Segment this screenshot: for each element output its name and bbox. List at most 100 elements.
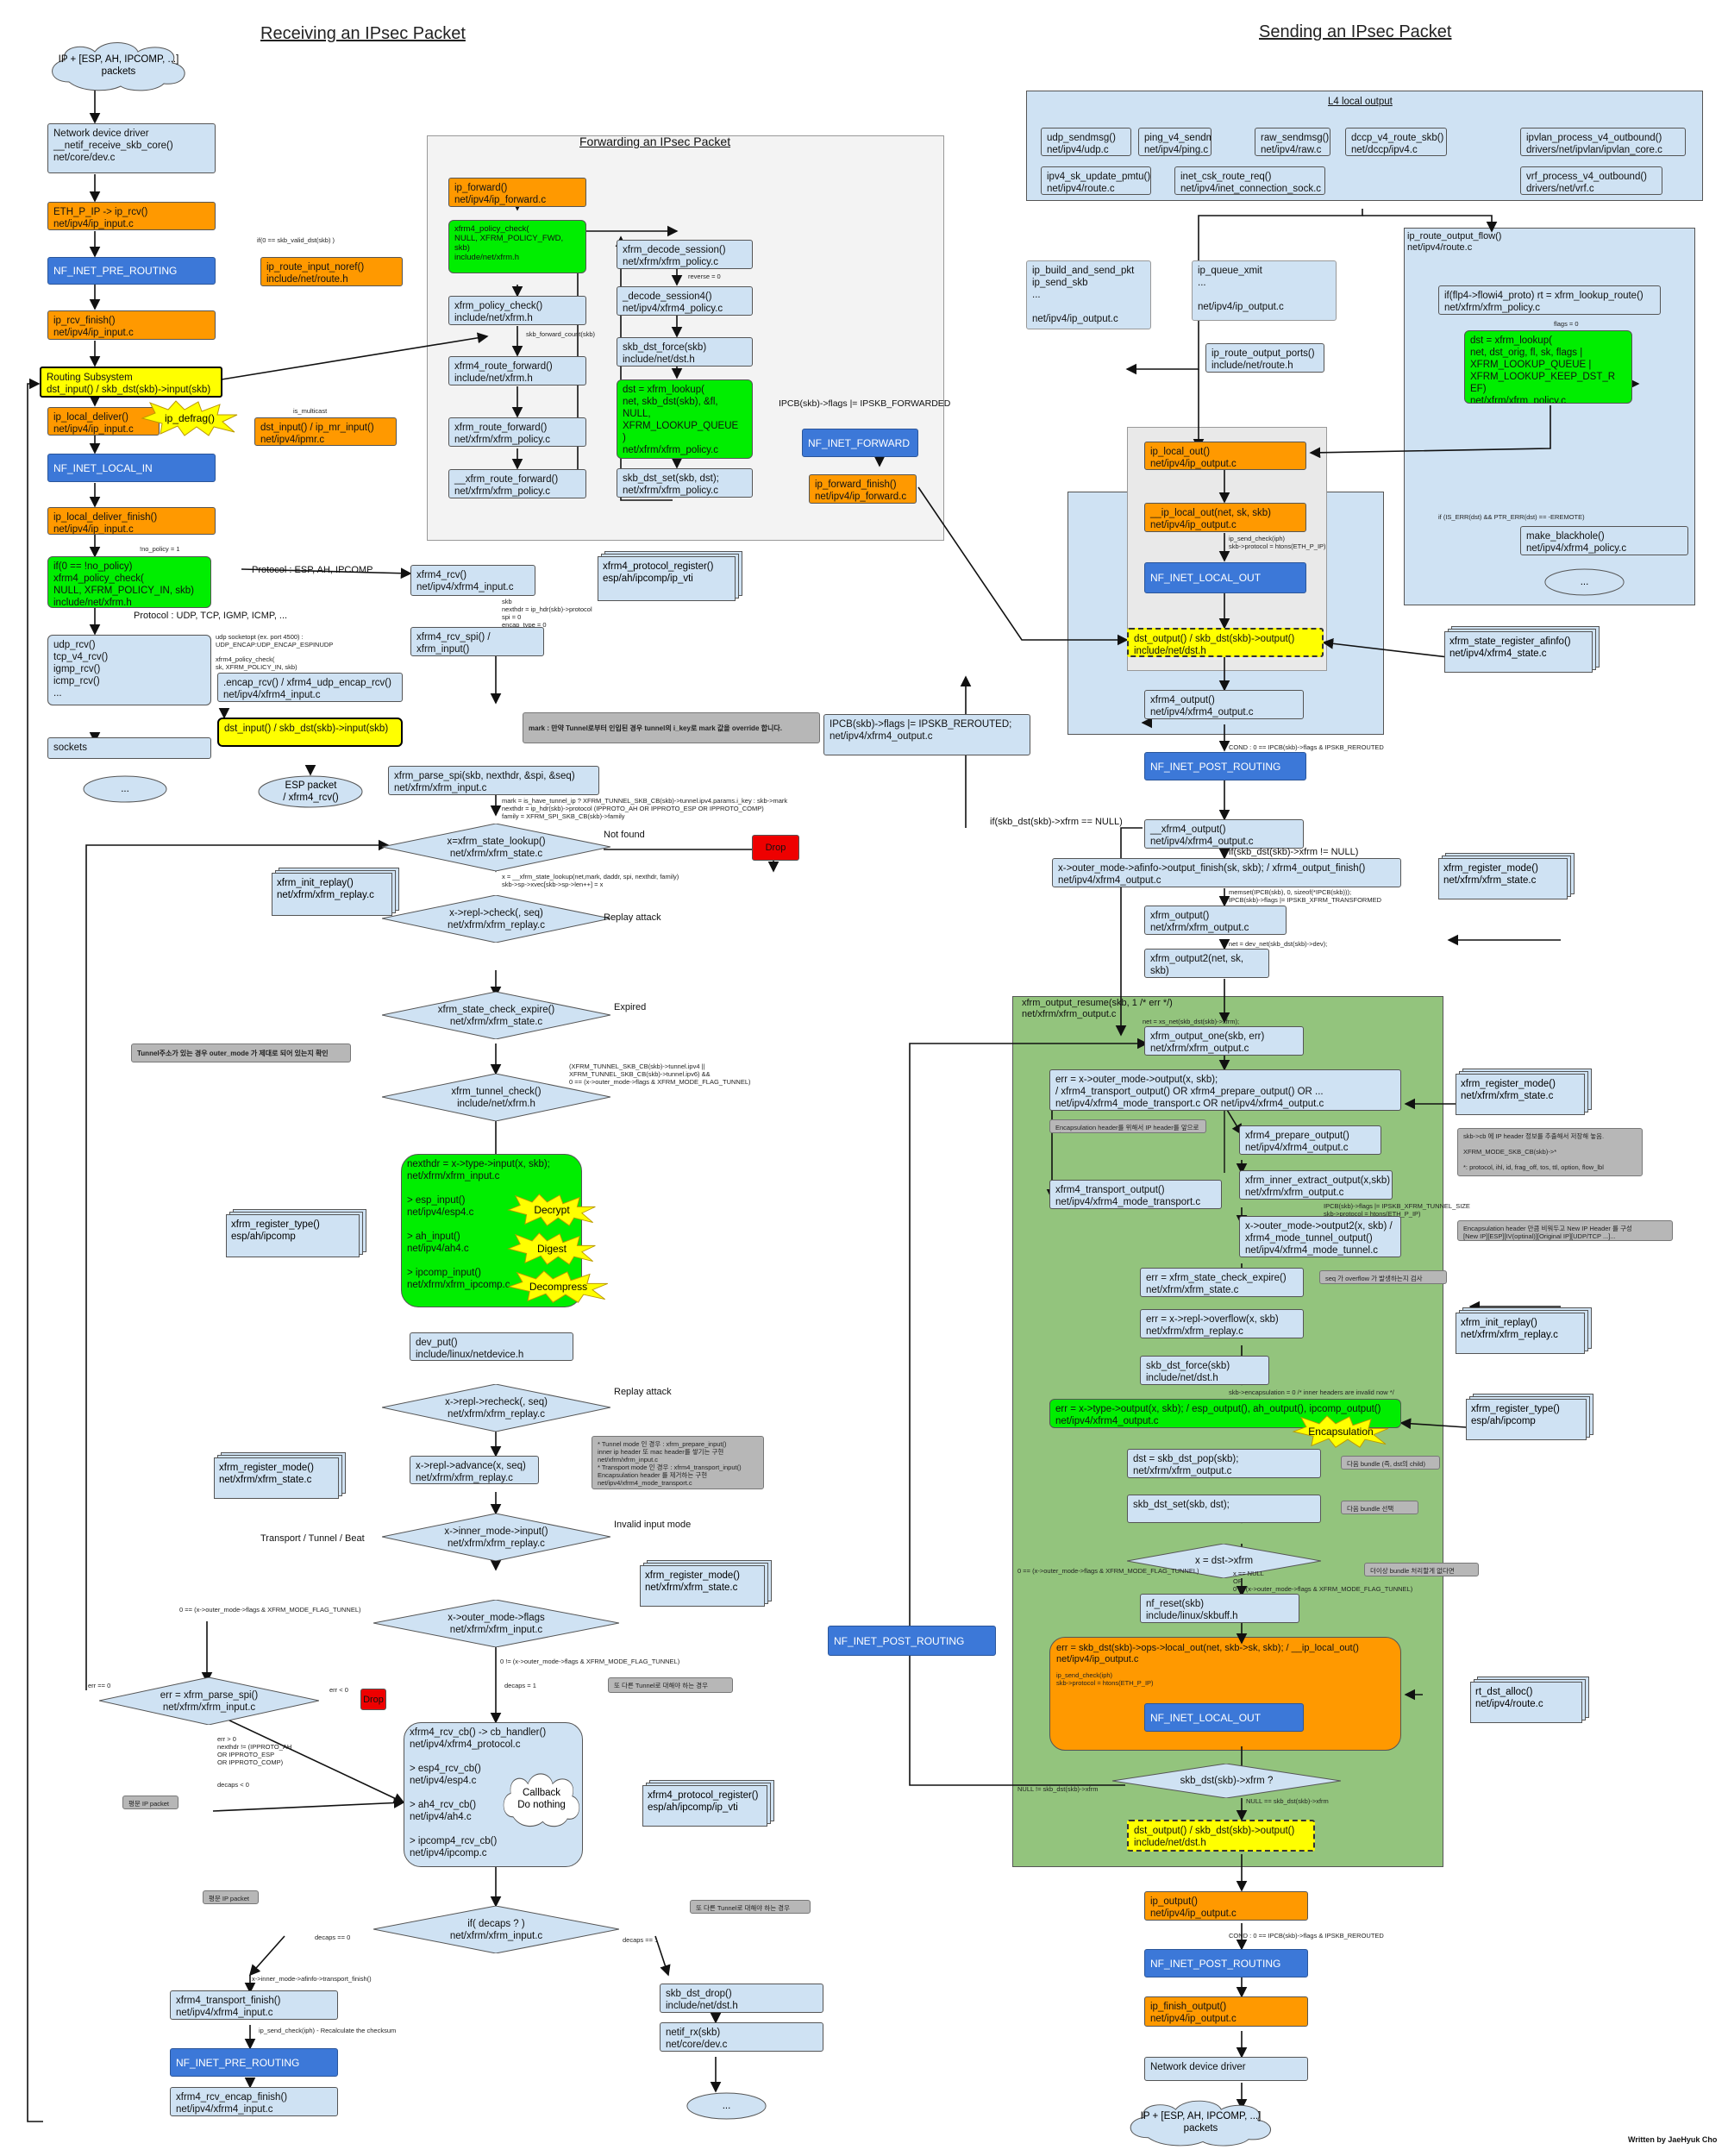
init-replay-stack-2: xfrm_init_replay() net/xfrm/xfrm_replay.… (1456, 1307, 1592, 1354)
state-lookup-diamond: x=xfrm_state_lookup() net/xfrm/xfrm_stat… (382, 824, 610, 871)
local-out-lbl-3: err = skb_dst(skb)->ops->local_out(net, … (1056, 1643, 1359, 1664)
nf-reset-box: nf_reset(skb) include/linux/skbuff.h (1140, 1594, 1299, 1623)
cloud-out: IP + [ESP, AH, IPCOMP, ...] packets (1121, 2097, 1280, 2147)
cond-rerouted-lbl-2: COND : 0 == IPCB(skb)->flags & IPSKB_RER… (1229, 1932, 1384, 1940)
is-multicast: is_multicast (293, 407, 328, 415)
blackhole-box: make_blackhole() net/ipv4/xfrm4_policy.c (1520, 526, 1688, 555)
skb-note: skb->cb 에 IP header 정보를 추출해서 저장해 놓음. XFR… (1457, 1128, 1643, 1176)
dst-alloc-stack: rt_dst_alloc() net/ipv4/route.c (1470, 1677, 1589, 1723)
build-and-send-box: ip_build_and_send_pkt ip_send_skb ... ne… (1026, 260, 1151, 329)
tunnel-note: Tunnel주소가 있는 경우 outer_mode 가 제대로 되어 있는지 … (131, 1044, 351, 1062)
dst-set-box-2: skb_dst_set(skb, dst); (1127, 1495, 1321, 1523)
l4-csk: inet_csk_route_req() net/ipv4/inet_conne… (1174, 166, 1325, 195)
parse-note: mark = is_have_tunnel_ip ? XFRM_TUNNEL_S… (502, 797, 788, 820)
proto-register-stack-2: xfrm4_protocol_register() esp/ah/ipcomp/… (642, 1780, 774, 1827)
parse-spi-box: xfrm_parse_spi(skb, nexthdr, &spi, &seq)… (388, 766, 599, 795)
memset-note: memset(IPCB(skb), 0, sizeof(*IPCB(skb)))… (1229, 888, 1381, 904)
noref-box: ip_route_input_noref() include/net/route… (260, 257, 403, 286)
fwd-policy-check-box-2: xfrm_policy_check() include/net/xfrm.h (448, 296, 586, 325)
flag-tunnel-lbl: 0 == (x->outer_mode->flags & XFRM_MODE_F… (179, 1606, 361, 1614)
post-routing-box-2: NF_INET_POST_ROUTING (828, 1626, 996, 1656)
dst-drop-box: skb_dst_drop() include/net/dst.h (660, 1984, 823, 2013)
drop-box: Drop (752, 835, 799, 861)
tunnel-check-diamond: xfrm_tunnel_check() include/net/xfrm.h (382, 1074, 610, 1121)
xfrm4-rcv-box: xfrm4_rcv() net/ipv4/xfrm4_input.c (410, 565, 535, 596)
proto-esp-lbl: Protocol : ESP, AH, IPCOMP (252, 565, 373, 575)
spi-note: skb nexthdr = ip_hdr(skb)->protocol spi … (502, 598, 592, 629)
no-policy-lbl: !no_policy = 1 (140, 545, 180, 553)
sockets-box: sockets (47, 737, 211, 759)
dst-force-box-2: skb_dst_force(skb) include/net/dst.h (1140, 1356, 1269, 1385)
no-bundle-note: 더이상 bundle 처리할게 없다면 (1364, 1563, 1479, 1576)
transport-finish-box: xfrm4_transport_finish() net/ipv4/xfrm4_… (170, 1990, 338, 2020)
reverse-lbl: reverse = 0 (688, 273, 721, 280)
overflow-box: err = x->repl->overflow(x, skb) net/xfrm… (1140, 1309, 1304, 1338)
xfrm-not-null-lbl: if(skb_dst(skb)->xfrm != NULL) (1229, 847, 1359, 857)
flag-tunnel-lbl-2: 0 == (x->outer_mode->flags & XFRM_MODE_F… (1017, 1567, 1199, 1575)
is-err-lbl: if (IS_ERR(dst) && PTR_ERR(dst) == -EREM… (1438, 513, 1585, 521)
tunnel-repeat-note-2: 또 다른 Tunnel로 대해야 하는 경우 (690, 1900, 811, 1914)
not-null-lbl: NULL != skb_dst(skb)->xfrm (1017, 1785, 1099, 1793)
is-null-lbl: NULL == skb_dst(skb)->xfrm (1246, 1797, 1329, 1805)
dst-output-box: dst_output() / skb_dst(skb)->output() in… (1127, 628, 1324, 657)
flags0-lbl: flags = 0 (1554, 320, 1579, 328)
ip-forward-box: ip_forward() net/ipv4/ip_forward.c (448, 178, 586, 207)
dots-ellipse-1: ... (82, 774, 168, 804)
invalid-input-lbl: Invalid input mode (614, 1520, 692, 1530)
route-forward-box-3: __xfrm_route_forward() net/xfrm/xfrm_pol… (448, 469, 586, 498)
expired-lbl: Expired (614, 1002, 647, 1012)
afinfo-stack: xfrm_state_register_afinfo() net/ipv4/xf… (1444, 626, 1600, 673)
lookup-note: x = __xfrm_state_lookup(net,mark, daddr,… (502, 873, 679, 888)
xfrm4-output-box: xfrm4_output() net/ipv4/xfrm4_output.c (1144, 690, 1304, 719)
inner-input-diamond: x->inner_mode->input() net/xfrm/xfrm_rep… (382, 1514, 610, 1561)
pre-routing-box: NF_INET_PRE_ROUTING (47, 257, 216, 285)
transport-tunnel-lbl: Transport / Tunnel / Beat (260, 1533, 365, 1544)
transport-finish-lbl: x->inner_mode->afinfo->transport_finish(… (252, 1975, 372, 1983)
rcv-spi-box: xfrm4_rcv_spi() / xfrm_input() net/xfrm/… (410, 627, 544, 656)
send-title: Sending an IPsec Packet (1259, 22, 1452, 41)
encap-zero-lbl: skb->encapsulation = 0 /* inner headers … (1229, 1388, 1394, 1396)
mr-input-box: dst_input() / ip_mr_input() net/ipv4/ipm… (254, 417, 397, 446)
nf-forward-box: NF_INET_FORWARD (802, 429, 918, 457)
l4-ipvlan: ipvlan_process_v4_outbound() drivers/net… (1520, 128, 1686, 156)
noref-cond: if(0 == skb_valid_dst(skb) ) (257, 236, 335, 244)
net-note-2: net = xs_net(skb_dst(skb)->xfrm); (1143, 1018, 1240, 1025)
decaps-diamond: if( decaps ? ) net/xfrm/xfrm_input.c (373, 1906, 619, 1953)
queue-xmit-box: ip_queue_xmit ... net/ipv4/ip_output.c (1192, 260, 1337, 321)
flag-not-tunnel-lbl: 0 != (x->outer_mode->flags & XFRM_MODE_F… (500, 1658, 680, 1665)
dst-pop-box: dst = skb_dst_pop(skb); net/xfrm/xfrm_ou… (1127, 1449, 1321, 1478)
l4-vrf: vrf_process_v4_outbound() drivers/net/vr… (1520, 166, 1662, 195)
encap-finish-box: xfrm4_rcv_encap_finish() net/ipv4/xfrm4_… (170, 2087, 338, 2116)
net-note: net = dev_net(skb_dst(skb)->dev); (1229, 940, 1328, 948)
callback-cloud: Callback Do nothing (498, 1770, 585, 1828)
flags-tunnel-lbl: IPCB(skb)->flags |= IPSKB_XFRM_TUNNEL_SI… (1324, 1202, 1470, 1218)
dst-input-box-2: dst_input() / skb_dst(skb)->input(skb) (217, 718, 403, 747)
resume-lbl: xfrm_output_resume(skb, 1 /* err */) net… (1022, 998, 1173, 1019)
encap-note-2: Encapsulation header를 위해서 IP header를 앞으로… (1049, 1119, 1206, 1133)
fwd-title: Forwarding an IPsec Packet (579, 135, 731, 148)
flowi4-box: if(flp4->flowi4_proto) rt = xfrm_lookup_… (1438, 285, 1661, 315)
post-routing-box: NF_INET_POST_ROUTING (1144, 752, 1306, 780)
proto-register-stack: xfrm4_protocol_register() esp/ah/ipcomp/… (598, 551, 742, 601)
forward-finish-box: ip_forward_finish() net/ipv4/ip_forward.… (809, 474, 917, 504)
netdev-box: Network device driver __netif_receive_sk… (47, 123, 216, 173)
digest-burst: Digest (504, 1232, 599, 1266)
output2-box: x->outer_mode->output2(x, skb) / xfrm4_m… (1239, 1216, 1401, 1257)
l4-raw: raw_sendmsg() net/ipv4/raw.c (1255, 128, 1330, 156)
l4-dccp: dccp_v4_route_skb() net/dccp/ipv4.c (1345, 128, 1447, 156)
dots-ellipse-2: ... (686, 2091, 767, 2121)
proto-udp-lbl: Protocol : UDP, TCP, IGMP, ICMP, ... (134, 611, 288, 621)
encapsulation-burst: Encapsulation (1289, 1414, 1393, 1449)
next-bundle-note: 다음 bundle (즉, dst의 child) (1341, 1456, 1440, 1470)
ip-output-box: ip_output() net/ipv4/ip_output.c (1144, 1891, 1308, 1921)
local-out-panel-2 (1049, 1637, 1401, 1751)
nf-local-out-box-2: NF_INET_LOCAL_OUT (1144, 1703, 1304, 1732)
xfrm-null-lbl: if(skb_dst(skb)->xfrm == NULL) (990, 817, 1123, 827)
decode-session4-box: _decode_session4() net/ipv4/xfrm4_policy… (617, 286, 753, 316)
replay-attack-lbl-2: Replay attack (614, 1387, 672, 1397)
finish-output-box: ip_finish_output() net/ipv4/ip_output.c (1144, 1996, 1308, 2027)
plain-ip-note: 평문 IP packet (122, 1796, 178, 1809)
type-output-box: err = x->type->output(x, skb); / esp_out… (1049, 1399, 1401, 1428)
esp-packet-shape: ESP packet / xfrm4_rcv() (257, 774, 365, 809)
encap-note-3: Encapsulation header 만큼 비워두고 New IP Head… (1457, 1220, 1673, 1241)
